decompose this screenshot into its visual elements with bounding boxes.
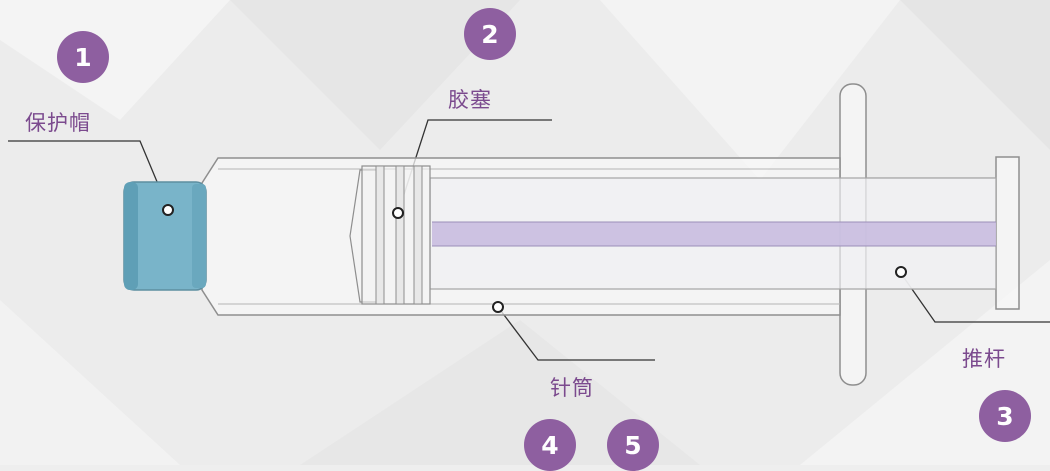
- badge-5: 5: [607, 419, 659, 471]
- plunger-head: [995, 156, 1020, 310]
- barrel-leader-line: [497, 306, 655, 361]
- label-protective-cap: 保护帽: [25, 111, 91, 135]
- badge-1: 1: [57, 31, 109, 83]
- label-rubber-stopper: 胶塞: [448, 88, 492, 112]
- label-plunger: 推杆: [962, 347, 1006, 371]
- plunger-rod-center: [432, 222, 996, 246]
- label-barrel: 针筒: [550, 376, 594, 400]
- badge-3: 3: [979, 390, 1031, 442]
- badge-2: 2: [464, 8, 516, 60]
- badge-4: 4: [524, 419, 576, 471]
